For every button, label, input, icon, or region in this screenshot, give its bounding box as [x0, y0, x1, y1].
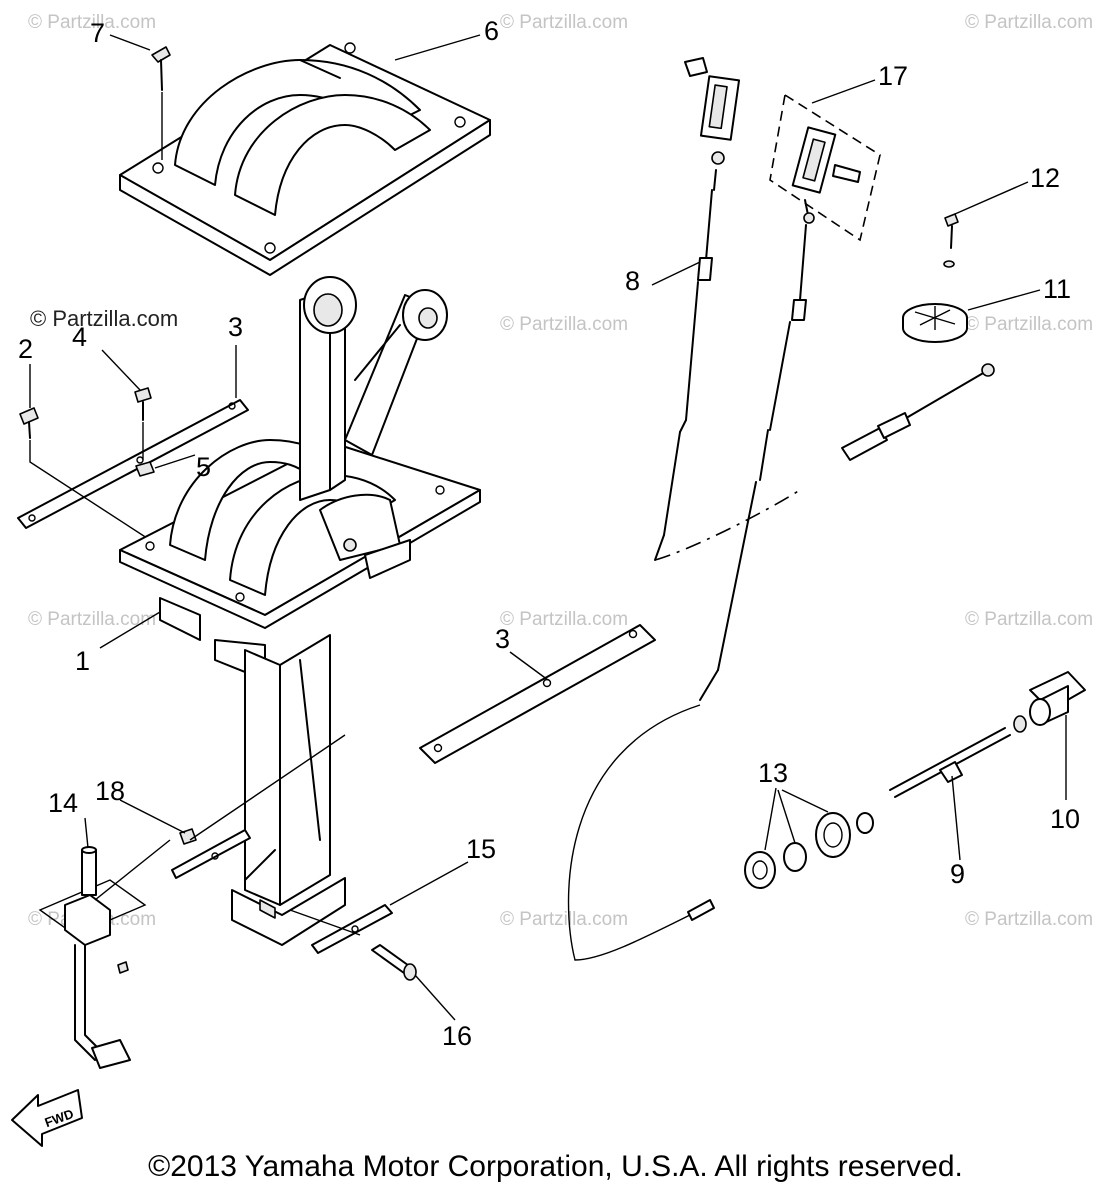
- part-bracket-3-center: [419, 624, 656, 764]
- watermark: © Partzilla.com: [500, 909, 628, 930]
- part-bolt-2: [19, 407, 151, 541]
- part-control-box-1: [119, 276, 481, 946]
- watermark: © Partzilla.com: [965, 12, 1093, 33]
- watermark: © Partzilla.com: [965, 909, 1093, 930]
- callout-14: 14: [48, 788, 78, 818]
- callout-numbers: 7 6 17 8 12 11 3 2 4 5 1 3 13 10 9 18 14…: [18, 16, 1080, 1051]
- part-screw-16: [371, 944, 417, 981]
- part-bolt-4: [134, 387, 152, 460]
- part-screw-7: [151, 46, 171, 160]
- copyright-notice: ©2013 Yamaha Motor Corporation, U.S.A. A…: [148, 1150, 963, 1183]
- watermark: © Partzilla.com: [28, 609, 156, 630]
- part-bushings-13: [687, 812, 874, 921]
- callout-9: 9: [950, 859, 965, 889]
- part-main-cable: [567, 224, 807, 961]
- part-rod-9: [889, 727, 1011, 798]
- callout-16: 16: [442, 1021, 472, 1051]
- callout-11: 11: [1043, 274, 1071, 304]
- watermark: © Partzilla.com: [965, 609, 1093, 630]
- part-switch-14: [38, 839, 171, 1069]
- part-nut-18: [171, 734, 346, 879]
- callout-5: 5: [196, 452, 211, 482]
- part-cable-8: [654, 57, 801, 561]
- fwd-arrow-icon: FWD: [11, 1089, 83, 1147]
- part-screw-12: [943, 213, 959, 268]
- watermark-overlay: © Partzilla.com: [30, 306, 179, 331]
- callout-3-left: 3: [228, 312, 243, 342]
- callout-8: 8: [625, 266, 640, 296]
- watermark: © Partzilla.com: [500, 12, 628, 33]
- watermark: © Partzilla.com: [28, 12, 156, 33]
- callout-3-center: 3: [495, 624, 510, 654]
- part-clip-kit-17: [769, 93, 881, 242]
- watermark: © Partzilla.com: [500, 609, 628, 630]
- part-cable-end: [841, 363, 995, 461]
- part-grommet-11: [902, 303, 968, 343]
- callout-7: 7: [90, 18, 105, 48]
- part-strip-15: [289, 904, 393, 954]
- callout-12: 12: [1030, 163, 1060, 193]
- watermark: © Partzilla.com: [500, 314, 628, 335]
- callout-13: 13: [758, 758, 788, 788]
- callout-18: 18: [95, 776, 125, 806]
- callout-17: 17: [878, 61, 908, 91]
- part-nut-5: [135, 461, 155, 477]
- callout-4: 4: [72, 322, 87, 352]
- callout-15: 15: [466, 834, 496, 864]
- watermark: © Partzilla.com: [965, 314, 1093, 335]
- part-bracket-3-left: [17, 399, 249, 529]
- callout-10: 10: [1050, 804, 1080, 834]
- callout-6: 6: [484, 16, 499, 46]
- part-cover-plate: [119, 42, 491, 276]
- callout-1: 1: [75, 646, 90, 676]
- leader-lines: [29, 34, 1067, 1021]
- callout-2: 2: [18, 334, 33, 364]
- part-rod-end-10: [1013, 671, 1086, 733]
